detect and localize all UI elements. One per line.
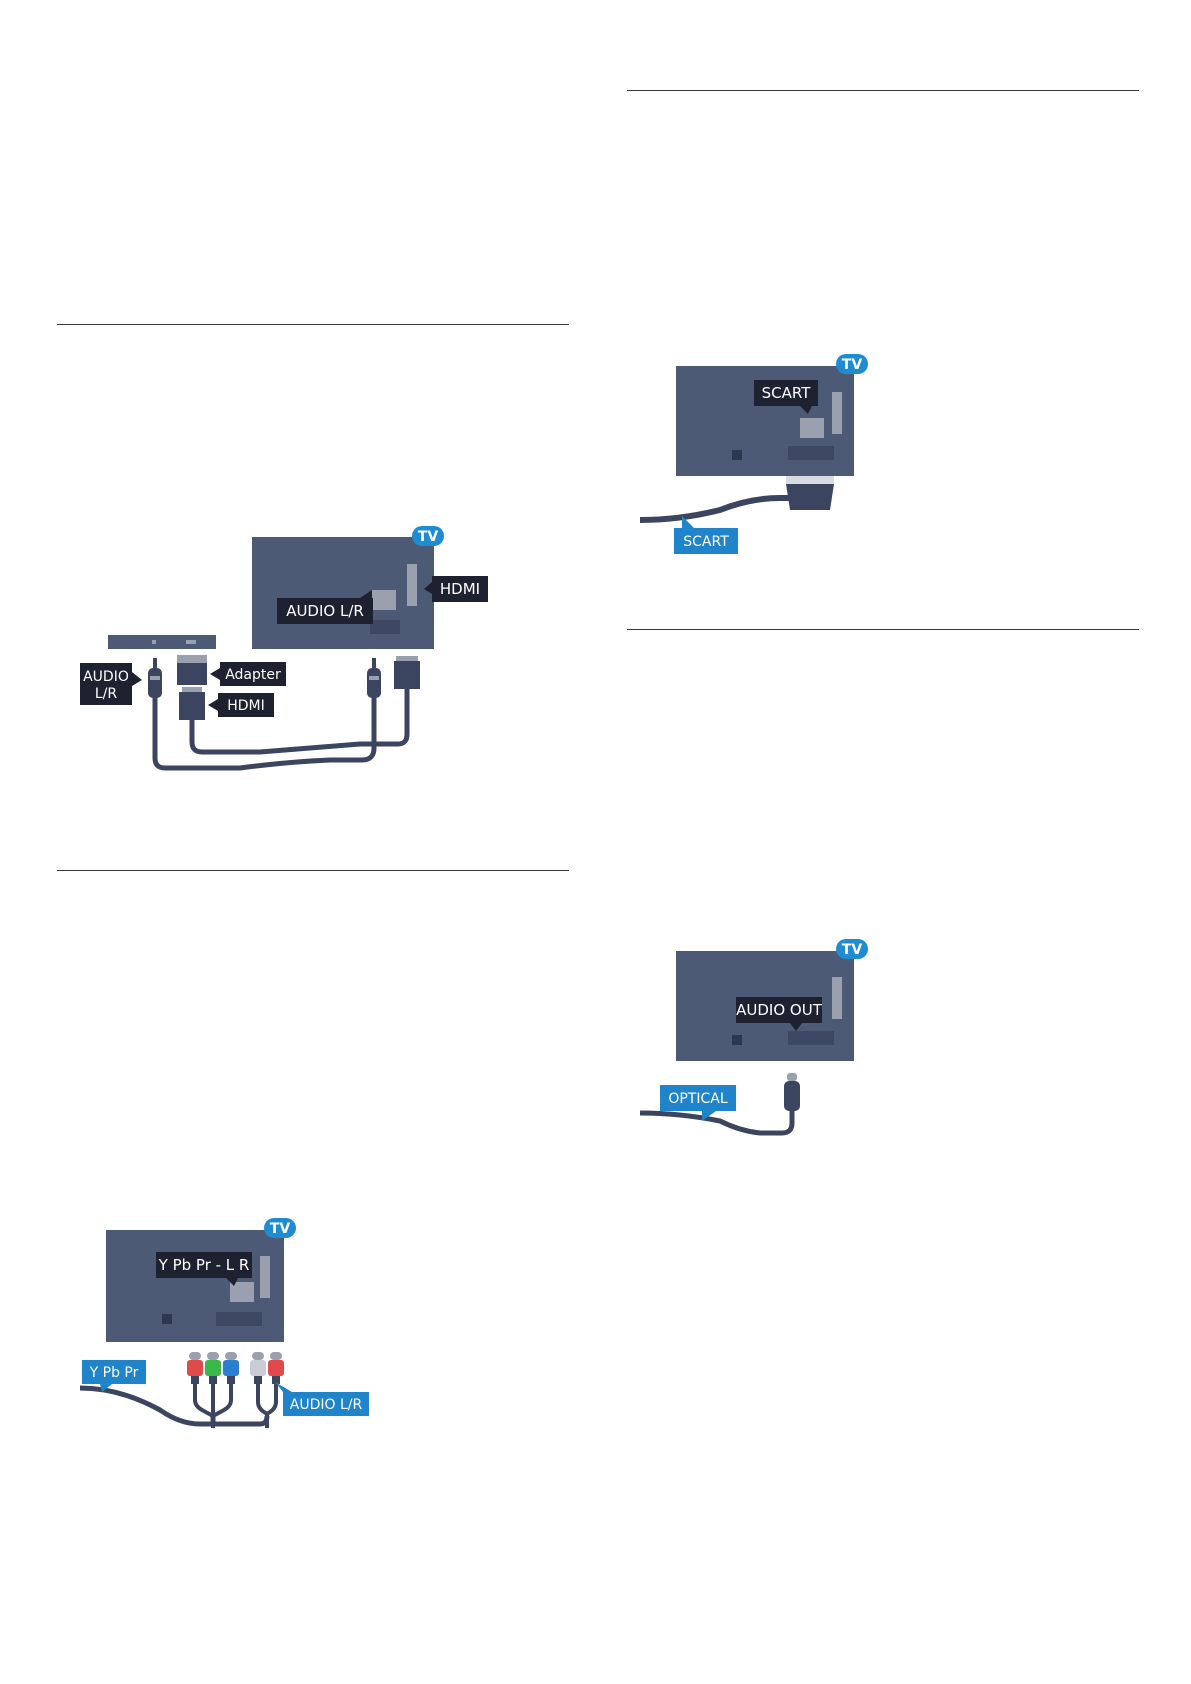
tv-port-vertical xyxy=(260,1256,270,1298)
tv-audio-jack xyxy=(367,668,381,698)
section-divider-left-1 xyxy=(57,324,569,325)
optical-plug-body xyxy=(784,1081,800,1111)
tv-port-label-box xyxy=(156,1252,252,1278)
tv-port-slot xyxy=(788,1031,834,1045)
tv-badge-text: TV xyxy=(842,942,863,958)
device-bar xyxy=(108,635,216,649)
optical-cable xyxy=(639,1110,795,1136)
audio-tv-label: AUDIO L/R xyxy=(286,602,364,620)
cable-label: OPTICAL xyxy=(668,1091,727,1107)
scart-diagram: TV SCART SCART xyxy=(639,354,868,554)
tv-port-square xyxy=(800,418,824,438)
tv-port-small xyxy=(162,1314,172,1324)
device-bar-port1 xyxy=(152,640,156,644)
ypbpr-cable-label-pointer xyxy=(100,1384,112,1392)
audio-cables xyxy=(256,1384,278,1428)
scart-cable xyxy=(639,495,790,523)
tv-port-label: Y Pb Pr - L R xyxy=(158,1256,250,1274)
tv-port-label-box xyxy=(754,380,818,406)
tv-port-label-pointer xyxy=(226,1278,238,1286)
tv-port-slot xyxy=(788,446,834,460)
tv-port-label-pointer xyxy=(790,1023,802,1031)
tv-hdmi-pins xyxy=(396,656,418,661)
audio-tv-label-pointer xyxy=(360,590,372,604)
adapter-label-box xyxy=(220,662,286,686)
audio-device-label-box xyxy=(80,663,132,705)
tv-badge xyxy=(264,1218,296,1238)
rca-plug-red xyxy=(187,1352,203,1384)
tv-port-small xyxy=(732,450,742,460)
tv-panel xyxy=(252,537,434,649)
tv-badge-text: TV xyxy=(842,357,863,373)
rca-plug-green xyxy=(205,1352,221,1384)
scart-plug-body xyxy=(786,484,834,510)
rca-plug-blue xyxy=(223,1352,239,1384)
optical-diagram: TV AUDIO OUT OPTICAL xyxy=(639,939,868,1136)
tv-badge xyxy=(412,526,444,546)
audio-cable xyxy=(152,698,377,771)
tv-badge-text: TV xyxy=(418,529,439,545)
cable-label: SCART xyxy=(683,534,729,550)
device-hdmi-pins xyxy=(182,687,202,692)
component-diagram: TV Y Pb Pr - L R Y Pb Pr AUDIO L/R xyxy=(79,1218,369,1428)
hdmi-device-label-box xyxy=(218,693,274,717)
tv-port-square xyxy=(230,1282,254,1302)
adapter-top xyxy=(177,655,207,663)
device-audio-ring xyxy=(150,676,160,680)
audio-cable-label: AUDIO L/R xyxy=(290,1397,363,1413)
hdmi-audio-diagram: TV HDMI AUDIO L/R AUDIO L/R Adapter HDMI xyxy=(80,526,488,771)
tv-audio-tip xyxy=(372,658,376,668)
tv-badge xyxy=(836,354,868,374)
ypbpr-cable-label-box xyxy=(82,1360,146,1384)
tv-port-label-pointer xyxy=(800,406,812,414)
rca-plug-white xyxy=(250,1352,266,1384)
hdmi-tv-label-box xyxy=(432,576,488,602)
device-hdmi-plug xyxy=(179,692,205,720)
audio-device-label-pointer xyxy=(132,672,142,686)
audio-cable-label-box xyxy=(283,1392,369,1416)
scart-plug-pins xyxy=(786,476,834,484)
cable-label-box xyxy=(674,528,738,554)
hdmi-tv-label-pointer xyxy=(424,582,432,594)
tv-hdmi-plug xyxy=(394,661,420,689)
audio-tv-label-box xyxy=(277,598,373,624)
audio-main-cable xyxy=(213,1415,270,1427)
hdmi-device-label: HDMI xyxy=(227,698,265,714)
tv-port-vertical xyxy=(832,392,842,434)
hdmi-cable xyxy=(189,689,410,755)
cable-label-box xyxy=(660,1085,736,1111)
tv-port-audio xyxy=(372,590,396,610)
section-divider-right-top xyxy=(627,90,1139,91)
section-divider-left-2 xyxy=(57,870,569,871)
tv-badge xyxy=(836,939,868,959)
section-divider-right-2 xyxy=(627,629,1139,630)
rca-plug-red-audio xyxy=(268,1352,284,1384)
device-audio-tip xyxy=(153,658,157,668)
adapter-label-pointer xyxy=(210,668,220,680)
device-bar-port2 xyxy=(186,640,196,644)
tv-port-vertical xyxy=(832,977,842,1019)
tv-port-slot xyxy=(370,620,400,634)
audio-device-label-line1: AUDIO xyxy=(83,669,129,685)
tv-port-vertical xyxy=(407,564,417,606)
device-audio-jack xyxy=(148,668,162,698)
tv-audio-ring xyxy=(369,676,379,680)
adapter-label: Adapter xyxy=(225,667,281,683)
ypbpr-cable-label: Y Pb Pr xyxy=(89,1365,139,1381)
cable-label-pointer xyxy=(702,1111,716,1121)
tv-port-small xyxy=(732,1035,742,1045)
optical-plug-tip xyxy=(787,1073,797,1081)
hdmi-device-label-pointer xyxy=(208,699,218,711)
audio-device-label-line2: L/R xyxy=(95,686,118,702)
tv-port-slot xyxy=(216,1312,262,1326)
tv-port-label: AUDIO OUT xyxy=(736,1001,823,1019)
hdmi-tv-label: HDMI xyxy=(440,580,480,598)
audio-cable-label-pointer xyxy=(275,1382,292,1392)
ypbpr-cables xyxy=(193,1384,233,1428)
tv-port-label-box xyxy=(736,997,822,1023)
tv-badge-text: TV xyxy=(270,1221,291,1237)
tv-port-label: SCART xyxy=(762,384,812,402)
cable-label-pointer xyxy=(682,516,694,528)
